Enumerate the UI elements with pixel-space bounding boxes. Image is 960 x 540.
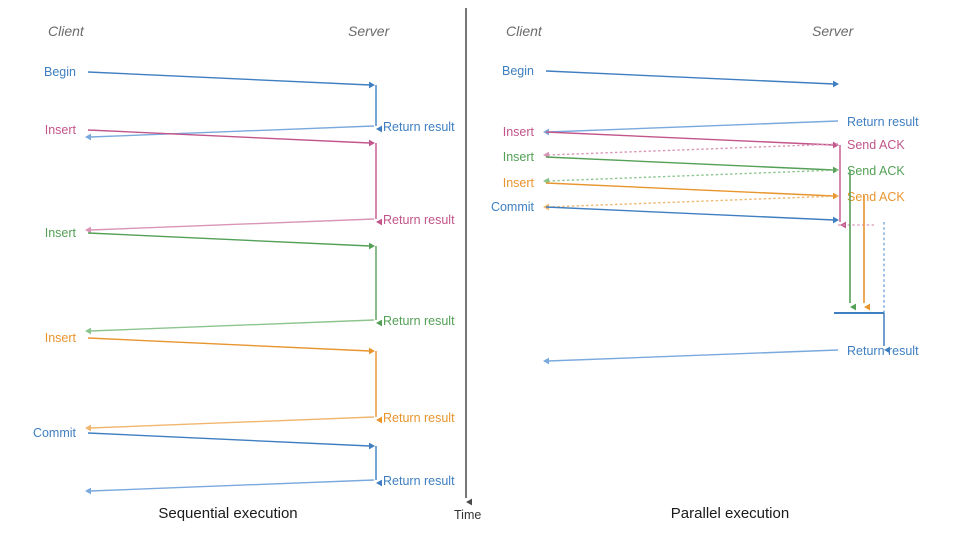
left-message-0-begin-label: Begin	[44, 65, 76, 79]
right-message-2-insert-label: Insert	[503, 125, 535, 139]
left-message-4-insert-arrowhead	[369, 242, 375, 250]
right-panel-caption: Parallel execution	[671, 505, 789, 522]
right-message-9-return-result-label: Return result	[847, 344, 919, 358]
left-client-header: Client	[48, 23, 85, 39]
left-message-7-return-result-line	[89, 416, 375, 429]
right-message-9-return-result-line	[547, 349, 839, 362]
left-message-3-return-result-line	[89, 218, 375, 231]
left-message-2-insert-arrowhead	[369, 139, 375, 147]
time-arrow-icon	[466, 498, 472, 506]
right-message-4-insert-line	[545, 156, 835, 171]
left-message-2-insert-line	[87, 129, 371, 144]
left-panel-caption: Sequential execution	[158, 505, 297, 522]
left-activation-arrowhead-1	[376, 218, 382, 226]
right-message-7-send-ack-line	[547, 195, 839, 208]
left-message-0-begin-line	[87, 71, 371, 86]
right-client-header: Client	[506, 23, 543, 39]
left-message-5-return-result-label: Return result	[383, 314, 455, 328]
right-message-0-begin-label: Begin	[502, 64, 534, 78]
left-message-1-return-result-line	[89, 125, 375, 138]
left-message-1-return-result-label: Return result	[383, 120, 455, 134]
right-message-9-return-result-arrowhead	[543, 357, 549, 365]
left-activation-arrowhead-0	[376, 125, 382, 133]
right-server-header: Server	[812, 23, 855, 39]
right-message-6-insert-label: Insert	[503, 176, 535, 190]
right-message-5-send-ack-line	[547, 169, 839, 182]
left-message-4-insert-line	[87, 232, 371, 247]
left-message-8-commit-line	[87, 432, 371, 447]
right-message-7-send-ack-label: Send ACK	[847, 190, 905, 204]
right-message-0-begin-arrowhead	[833, 80, 839, 88]
left-message-6-insert-label: Insert	[45, 331, 77, 345]
right-message-2-insert-arrowhead	[833, 141, 839, 149]
right-message-8-commit-arrowhead	[833, 216, 839, 224]
left-activation-arrowhead-2	[376, 319, 382, 327]
left-message-9-return-result-label: Return result	[383, 474, 455, 488]
right-message-8-commit-line	[545, 206, 835, 221]
left-message-6-insert-arrowhead	[369, 347, 375, 355]
right-lifeline-orange-arrowhead	[864, 303, 870, 311]
right-message-0-begin-line	[545, 70, 835, 85]
right-message-4-insert-label: Insert	[503, 150, 535, 164]
right-message-1-return-result-label: Return result	[847, 115, 919, 129]
right-message-8-commit-label: Commit	[491, 200, 535, 214]
left-message-0-begin-arrowhead	[369, 81, 375, 89]
left-message-6-insert-line	[87, 337, 371, 352]
left-message-5-return-result-arrowhead	[85, 327, 91, 335]
left-message-3-return-result-label: Return result	[383, 213, 455, 227]
left-message-3-return-result-arrowhead	[85, 226, 91, 234]
left-message-7-return-result-arrowhead	[85, 424, 91, 432]
right-message-1-return-result-line	[547, 120, 839, 133]
left-activation-arrowhead-3	[376, 416, 382, 424]
left-message-9-return-result-line	[89, 479, 375, 492]
right-message-2-insert-line	[545, 131, 835, 146]
left-message-8-commit-arrowhead	[369, 442, 375, 450]
left-activation-arrowhead-4	[376, 479, 382, 487]
left-message-7-return-result-label: Return result	[383, 411, 455, 425]
right-message-6-insert-line	[545, 182, 835, 197]
left-message-1-return-result-arrowhead	[85, 133, 91, 141]
left-message-5-return-result-line	[89, 319, 375, 332]
right-lifeline-green-arrowhead	[850, 303, 856, 311]
left-message-4-insert-label: Insert	[45, 226, 77, 240]
left-message-2-insert-label: Insert	[45, 123, 77, 137]
left-message-8-commit-label: Commit	[33, 426, 77, 440]
left-message-9-return-result-arrowhead	[85, 487, 91, 495]
time-axis-label: Time	[454, 508, 481, 522]
right-message-3-send-ack-line	[547, 143, 839, 156]
right-message-5-send-ack-label: Send ACK	[847, 164, 905, 178]
right-message-3-send-ack-label: Send ACK	[847, 138, 905, 152]
left-server-header: Server	[348, 23, 391, 39]
right-final-drop-arrowhead	[884, 346, 890, 354]
